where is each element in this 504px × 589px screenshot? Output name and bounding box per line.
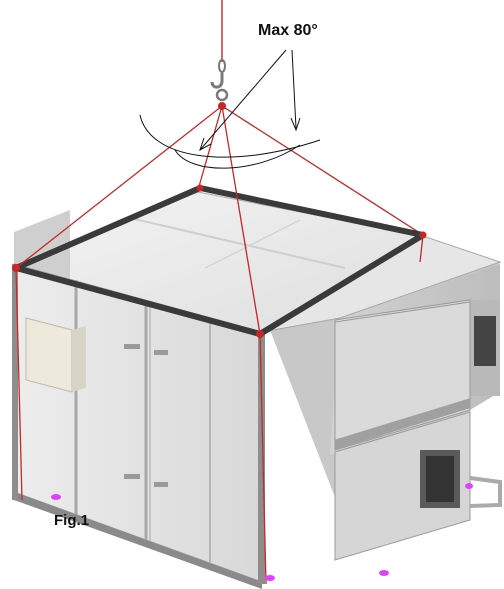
max-angle-label: Max 80° [258,22,318,39]
sling-legs-back [197,105,424,236]
angle-indicator [139,49,321,169]
sling-joints [12,184,427,338]
spreader-frame [13,185,426,337]
lifting-point-markers [51,483,473,581]
sling-legs-front [15,105,424,585]
upper-right-section [261,235,502,450]
crane-hook [210,0,229,110]
figure-label: Fig.1 [54,512,90,529]
